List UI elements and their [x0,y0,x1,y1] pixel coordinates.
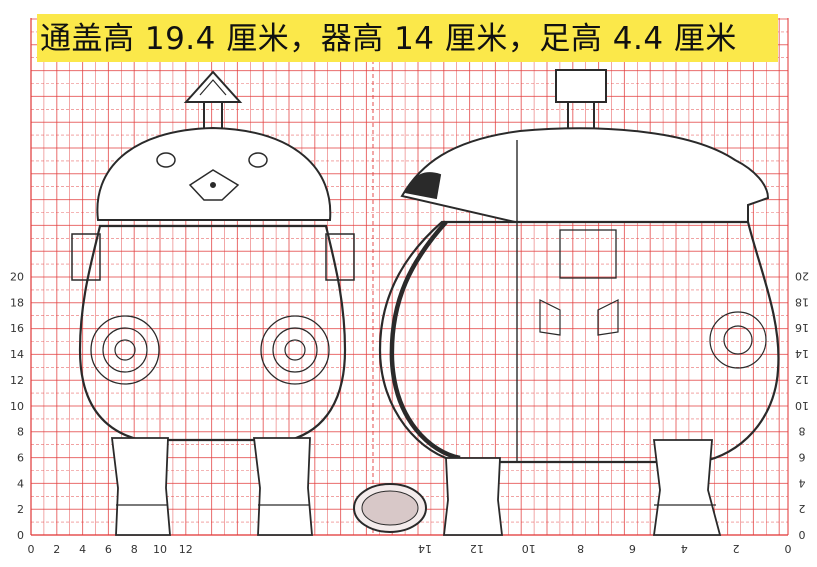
left-x-tick-label: 10 [153,543,167,556]
front-lid-finial [183,70,243,103]
right-y-axis-ticks: 0 2 4 6 8 10 12 14 16 18 20 [795,270,809,542]
left-y-axis-ticks: 0 2 4 6 8 10 12 14 16 18 20 [10,271,24,543]
front-body [78,224,347,442]
right-y-tick-label: 18 [795,295,809,308]
front-left-leg [110,437,171,536]
front-lid-beak [188,169,240,201]
side-lid-finial [555,69,607,103]
right-x-tick-label: 10 [522,542,536,555]
right-x-tick-label: 8 [577,542,584,555]
front-view-vessel [71,70,355,536]
left-y-tick-label: 8 [17,426,24,439]
right-x-tick-label: 14 [418,542,432,555]
left-y-tick-label: 10 [10,400,24,413]
left-y-tick-label: 6 [17,451,24,464]
right-y-tick-label: 16 [795,321,809,334]
right-x-tick-label: 0 [785,542,792,555]
right-x-axis-ticks: 14 12 10 8 6 4 2 0 [418,542,792,555]
right-y-tick-label: 14 [795,347,809,360]
left-y-tick-label: 16 [10,322,24,335]
left-y-tick-label: 18 [10,296,24,309]
left-x-tick-label: 0 [28,543,35,556]
right-x-tick-label: 2 [733,542,740,555]
side-right-leg [652,439,722,536]
left-x-tick-label: 6 [105,543,112,556]
right-y-tick-label: 0 [799,528,806,541]
front-lid [96,126,332,221]
left-y-tick-label: 0 [17,529,24,542]
title-highlight [37,14,778,62]
side-left-leg [442,457,504,536]
left-x-tick-label: 8 [131,543,138,556]
side-body [378,220,780,464]
right-x-tick-label: 6 [629,542,636,555]
right-x-tick-label: 12 [470,542,484,555]
right-y-tick-label: 20 [795,270,809,283]
right-y-tick-label: 10 [795,399,809,412]
front-left-spiral [90,315,160,385]
left-y-tick-label: 20 [10,271,24,284]
left-y-tick-label: 4 [17,477,24,490]
base-plan-view [353,483,427,533]
left-y-tick-label: 14 [10,348,24,361]
right-y-tick-label: 2 [799,502,806,515]
left-y-tick-label: 12 [10,374,24,387]
right-x-tick-label: 4 [681,542,688,555]
side-view-vessel [378,69,780,536]
side-front-plaque [559,229,617,279]
front-left-handle [71,233,101,281]
left-x-tick-label: 12 [179,543,193,556]
front-right-leg [252,437,313,536]
left-x-tick-label: 2 [53,543,60,556]
left-y-tick-label: 2 [17,503,24,516]
side-lid [400,127,770,223]
left-x-tick-label: 4 [79,543,86,556]
front-right-spiral [260,315,330,385]
left-x-axis-ticks: 0 2 4 6 8 10 12 [28,543,193,556]
right-y-tick-label: 6 [799,450,806,463]
right-y-tick-label: 12 [795,373,809,386]
front-right-handle [325,233,355,281]
right-y-tick-label: 4 [799,476,806,489]
dimensions-title: 通盖高 19.4 厘米，器高 14 厘米，足高 4.4 厘米 [40,21,737,57]
right-y-tick-label: 8 [799,425,806,438]
